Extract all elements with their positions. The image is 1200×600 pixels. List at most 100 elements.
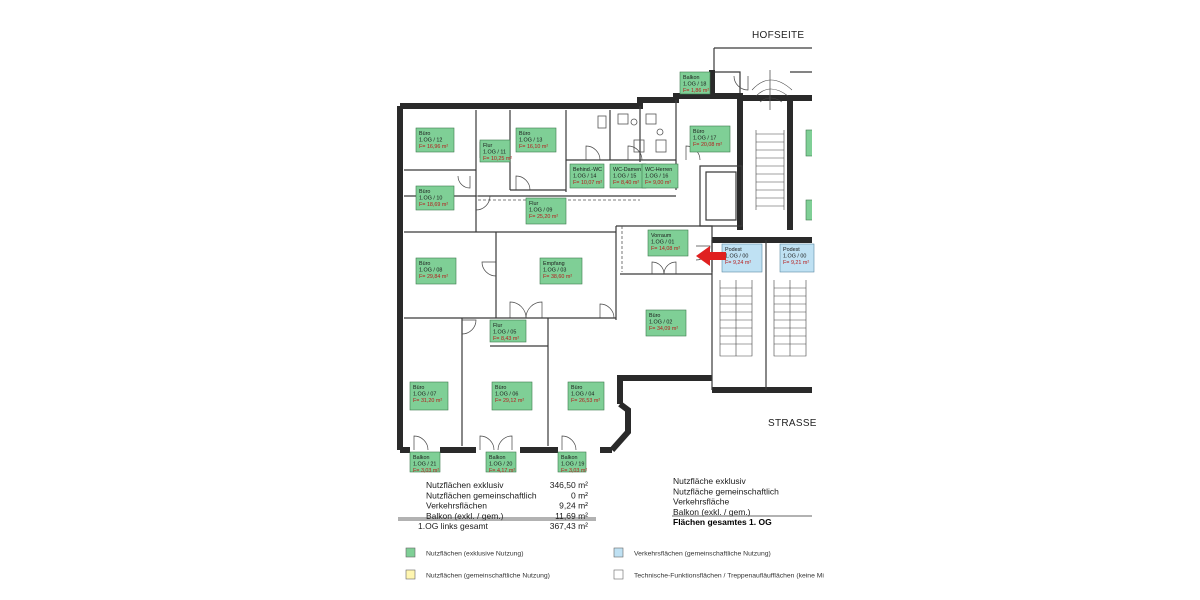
room-area: F= 20,08 m²: [693, 142, 722, 148]
summary-left-label: 1.OG links gesamt: [418, 521, 489, 531]
room-code: 1.OG / 06: [495, 392, 518, 398]
room-name: Büro: [413, 385, 424, 391]
room-label-box: [485, 451, 517, 473]
summary-right-label: Nutzfläche gemeinschaftlich: [673, 486, 779, 496]
room-name: Podest: [725, 247, 742, 253]
room-area: F= 10,25 m²: [483, 156, 512, 162]
room-code: 1.OG / 11: [483, 150, 506, 156]
room-name: Büro: [495, 385, 506, 391]
room-area: F= 14,08 m²: [651, 246, 680, 252]
room-label-box: [569, 163, 605, 189]
room-area: F= 16,96 m²: [419, 144, 448, 150]
room-label-box: [689, 125, 731, 153]
room-area: F= 1,86 m²: [683, 88, 709, 94]
summary-right-label: Nutzfläche exklusiv: [673, 476, 747, 486]
entrance-arrow-icon: [696, 246, 726, 266]
room-label-box: [609, 163, 647, 189]
room-label-box: [479, 139, 511, 163]
summary-left-value: 0 m²: [571, 490, 588, 500]
room-area: F= 9,00 m²: [645, 180, 671, 186]
room-area: F= 10,07 m²: [573, 180, 602, 186]
room-label-r14: Behind.-WC1.OG / 14F= 10,07 m²: [569, 163, 605, 189]
room-label-box: [539, 257, 583, 285]
room-name: Podest: [783, 247, 800, 253]
room-area: F= 26,53 m²: [571, 398, 600, 404]
clipped-room-label: [805, 129, 812, 157]
room-area: F= 25,20 m²: [529, 214, 558, 220]
room-code: 1.OG / 08: [419, 268, 442, 274]
room-label-box: [409, 381, 449, 411]
room-code: 1.OG / 19: [561, 462, 584, 468]
summary-right-label: Flächen gesamtes 1. OG: [673, 517, 772, 527]
legend-swatch: [613, 569, 624, 580]
room-code: 1.OG / 16: [645, 174, 668, 180]
room-area: F= 4,17 m²: [489, 468, 515, 474]
room-name: Vorraum: [651, 233, 672, 239]
room-label-box: [491, 381, 533, 411]
room-label-box: [645, 309, 687, 337]
room-label-box: [525, 197, 567, 225]
room-name: Büro: [571, 385, 582, 391]
legend-swatch: [405, 569, 416, 580]
legend-label: Nutzflächen (gemeinschaftliche Nutzung): [426, 573, 550, 580]
room-code: 1.OG / 01: [651, 240, 674, 246]
summary-left-label: Balkon (exkl. / gem.): [426, 511, 504, 521]
room-name: Balkon: [413, 455, 429, 461]
room-code: 1.OG / 17: [693, 136, 716, 142]
room-code: 1.OG / 04: [571, 392, 594, 398]
room-name: WC-Damen: [613, 167, 641, 173]
room-name: Balkon: [561, 455, 577, 461]
room-label-box: [489, 319, 527, 343]
room-name: Empfang: [543, 261, 565, 267]
room-code: 1.OG / 12: [419, 138, 442, 144]
room-area: F= 9,21 m²: [783, 260, 809, 266]
room-code: 1.OG / 03: [543, 268, 566, 274]
room-label-box: [721, 243, 763, 273]
room-code: 1.OG / 10: [419, 196, 442, 202]
room-code: 1.OG / 15: [613, 174, 636, 180]
room-name: Flur: [529, 201, 538, 207]
summary-right-label: Balkon (exkl. / gem.): [673, 507, 751, 517]
room-label-box: [641, 163, 679, 189]
room-area: F= 29,12 m²: [495, 398, 524, 404]
room-name: Büro: [419, 189, 430, 195]
room-name: Büro: [693, 129, 704, 135]
room-name: Behind.-WC: [573, 167, 602, 173]
legend: Nutzflächen (exklusive Nutzung)Verkehrsf…: [405, 547, 824, 580]
summary-right-label: Verkehrsfläche: [673, 497, 729, 507]
room-label-box: [415, 185, 455, 211]
summary-left-value: 346,50 m²: [550, 480, 588, 490]
room-code: 1.OG / 07: [413, 392, 436, 398]
room-label-box: [779, 243, 815, 273]
room-area: F= 31,20 m²: [413, 398, 442, 404]
room-code: 1.OG / 00: [725, 254, 748, 260]
room-area: F= 8,40 m²: [613, 180, 639, 186]
room-area: F= 29,84 m²: [419, 274, 448, 280]
room-code: 1.OG / 18: [683, 82, 706, 88]
room-code: 1.OG / 21: [413, 462, 436, 468]
heading-hofseite: HOFSEITE: [752, 30, 804, 41]
room-name: Büro: [649, 313, 660, 319]
room-name: Flur: [483, 143, 492, 149]
heading-strasse: STRASSE: [768, 418, 817, 429]
room-name: Büro: [519, 131, 530, 137]
building-walls: [397, 47, 812, 453]
room-area: F= 16,10 m²: [519, 144, 548, 150]
room-label-box: [679, 71, 711, 95]
